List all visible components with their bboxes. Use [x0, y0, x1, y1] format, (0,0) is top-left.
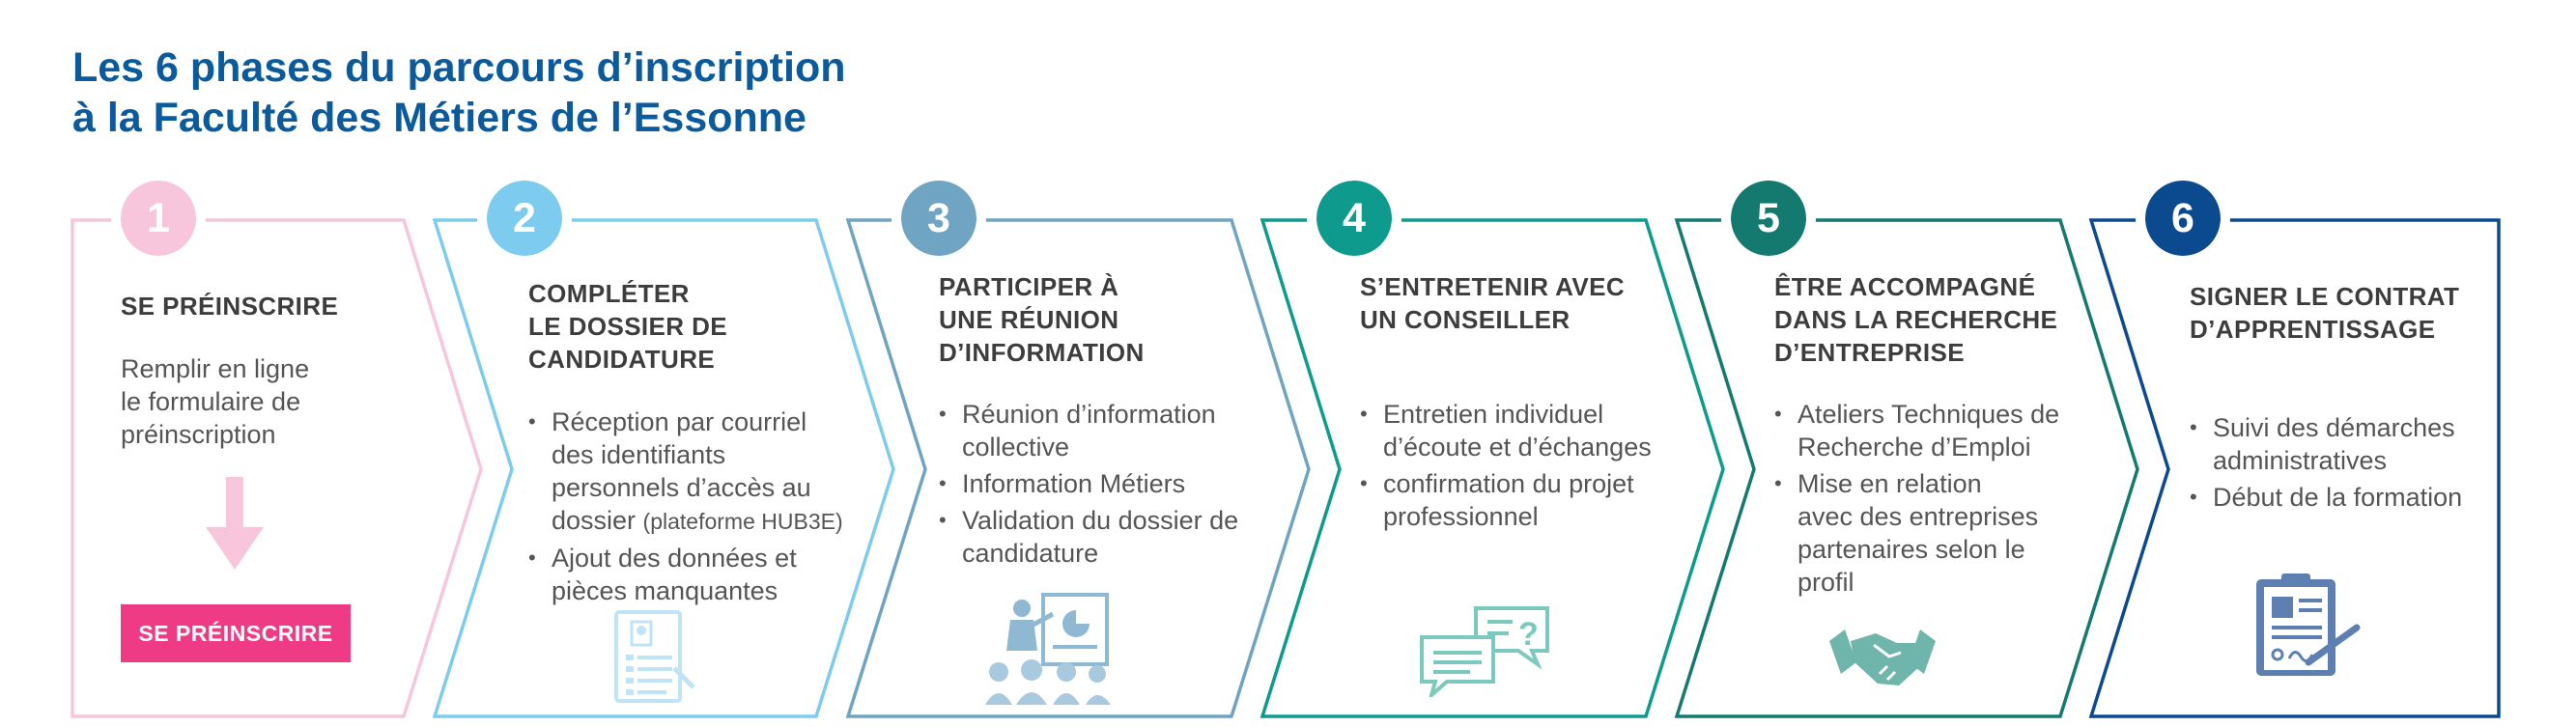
phase-2-bullet-line: pièces manquantes — [552, 576, 778, 605]
phase-4-title: S’ENTRETENIR AVEC UN CONSEILLER — [1360, 270, 1679, 336]
phase-2-bullet-line: personnels d’accès au — [552, 473, 811, 502]
preregister-button[interactable]: SE PRÉINSCRIRE — [121, 604, 351, 662]
phase-1-title-line: SE PRÉINSCRIRE — [121, 292, 339, 321]
phase-2-title-line: COMPLÉTER — [528, 279, 690, 308]
phase-3-bullet-line: Information Métiers — [962, 469, 1186, 498]
signed-contract-icon — [2256, 573, 2361, 676]
down-arrow-icon — [206, 477, 264, 570]
phase-2-platform-note: (plateforme HUB3E) — [642, 509, 843, 534]
phase-5-number-badge: 5 — [1721, 171, 1816, 266]
phase-5-bullet-line: partenaires selon le — [1798, 535, 2025, 564]
phase-5-title-line: ÊTRE ACCOMPAGNÉ — [1774, 272, 2036, 301]
phase-3-bullet-line: Validation du dossier de — [962, 506, 1239, 535]
phase-2-bullet-line: des identifiants — [552, 440, 726, 469]
phase-5-chevron — [1674, 218, 2139, 718]
phase-6-title-line: D’APPRENTISSAGE — [2190, 315, 2436, 344]
phase-1-description-line: Remplir en ligne — [121, 354, 310, 383]
phase-5-bullet-line: Recherche d’Emploi — [1798, 433, 2031, 461]
phase-6-chevron — [2088, 218, 2501, 718]
phase-6-bullet-item: Suivi des démarches administratives — [2190, 411, 2462, 477]
page-title-line-2: à la Faculté des Métiers de l’Essonne — [72, 95, 807, 141]
phase-2-bullet-line: Ajout des données et — [552, 544, 797, 573]
phase-1-chevron — [71, 218, 483, 718]
phase-3-bullet-line: collective — [962, 433, 1070, 461]
chat-bubbles-icon: ? — [1420, 606, 1549, 697]
phase-6-bullet-line: Suivi des démarches — [2213, 413, 2455, 442]
phase-6-title: SIGNER LE CONTRAT D’APPRENTISSAGE — [2190, 280, 2508, 346]
phase-1-number-badge: 1 — [111, 171, 206, 266]
phase-4-title-line: UN CONSEILLER — [1360, 305, 1571, 334]
phase-2-chevron — [432, 218, 895, 718]
phase-2-bullets: Réception par courriel des identifiants … — [528, 405, 843, 611]
phase-2-number-badge: 2 — [477, 171, 572, 266]
phase-2-title-line: LE DOSSIER DE — [528, 312, 728, 341]
page-title: Les 6 phases du parcours d’inscription à… — [72, 42, 845, 143]
phase-6-bullet-line: administratives — [2213, 446, 2388, 475]
phase-5-bullet-line: avec des entreprises — [1798, 502, 2039, 531]
phase-5-title-line: D’ENTREPRISE — [1774, 338, 1965, 367]
phase-6-number-badge: 6 — [2136, 171, 2230, 266]
phase-3-title-line: D’INFORMATION — [939, 338, 1145, 367]
phase-2-bullet-item: Réception par courriel des identifiants … — [528, 405, 843, 538]
phase-3-chevron — [845, 218, 1311, 718]
phase-3-bullet-item: Information Métiers — [939, 467, 1238, 500]
phase-1-title: SE PRÉINSCRIRE — [121, 290, 439, 322]
phase-1-description-line: le formulaire de — [121, 387, 301, 416]
phase-6-bullet-line: Début de la formation — [2213, 483, 2463, 512]
phase-3-title-line: UNE RÉUNION — [939, 305, 1119, 334]
page-title-line-1: Les 6 phases du parcours d’inscription — [72, 44, 846, 91]
phase-3-bullet-item: Validation du dossier de candidature — [939, 504, 1238, 570]
phase-3-title: PARTICIPER À UNE RÉUNION D’INFORMATION — [939, 270, 1258, 369]
phase-5-bullets: Ateliers Techniques de Recherche d’Emplo… — [1774, 398, 2059, 602]
phase-5-bullet-item: Ateliers Techniques de Recherche d’Emplo… — [1774, 398, 2059, 463]
phase-4-bullet-item: confirmation du projet professionnel — [1360, 467, 1652, 533]
phase-2-bullet-text: dossier — [552, 506, 643, 535]
phase-3-bullet-line: Réunion d’information — [962, 400, 1216, 429]
phase-5-bullet-line: Ateliers Techniques de — [1798, 400, 2060, 429]
presentation-meeting-icon — [985, 593, 1111, 705]
form-document-icon — [614, 610, 695, 703]
phase-3-bullet-item: Réunion d’information collective — [939, 398, 1238, 463]
phase-3-bullet-line: candidature — [962, 539, 1099, 568]
phase-6-bullet-item: Début de la formation — [2190, 481, 2462, 514]
phase-4-bullet-item: Entretien individuel d’écoute et d’échan… — [1360, 398, 1652, 463]
phase-3-bullets: Réunion d’information collective Informa… — [939, 398, 1238, 573]
phase-4-bullet-line: confirmation du projet — [1383, 469, 1634, 498]
phase-4-bullet-line: d’écoute et d’échanges — [1383, 433, 1652, 461]
handshake-icon — [1829, 629, 1936, 685]
phase-5-title: ÊTRE ACCOMPAGNÉ DANS LA RECHERCHE D’ENTR… — [1774, 270, 2093, 369]
phase-6-bullets: Suivi des démarches administratives Débu… — [2190, 411, 2462, 517]
phase-4-bullet-line: professionnel — [1383, 502, 1539, 531]
phase-5-bullet-line: Mise en relation — [1798, 469, 1982, 498]
phase-6-title-line: SIGNER LE CONTRAT — [2190, 282, 2460, 311]
phase-4-bullet-line: Entretien individuel — [1383, 400, 1604, 429]
phase-1-description-line: préinscription — [121, 420, 276, 449]
phase-5-title-line: DANS LA RECHERCHE — [1774, 305, 2058, 334]
phase-4-number-badge: 4 — [1307, 171, 1401, 266]
phase-5-bullet-line: profil — [1798, 568, 1854, 597]
phase-4-bullets: Entretien individuel d’écoute et d’échan… — [1360, 398, 1652, 537]
phase-5-bullet-item: Mise en relation avec des entreprises pa… — [1774, 467, 2059, 599]
phase-2-bullet-line: dossier (plateforme HUB3E) — [552, 504, 843, 538]
phase-2-title-line: CANDIDATURE — [528, 345, 716, 374]
phase-1-description: Remplir en ligne le formulaire de préins… — [121, 352, 410, 451]
phase-4-chevron — [1260, 218, 1725, 718]
phase-3-title-line: PARTICIPER À — [939, 272, 1119, 301]
phase-2-bullet-item: Ajout des données et pièces manquantes — [528, 542, 843, 607]
phase-3-number-badge: 3 — [892, 171, 986, 266]
phase-4-title-line: S’ENTRETENIR AVEC — [1360, 272, 1626, 301]
svg-text:?: ? — [1518, 616, 1539, 653]
phase-2-title: COMPLÉTER LE DOSSIER DE CANDIDATURE — [528, 277, 847, 376]
phase-2-bullet-line: Réception par courriel — [552, 407, 807, 436]
